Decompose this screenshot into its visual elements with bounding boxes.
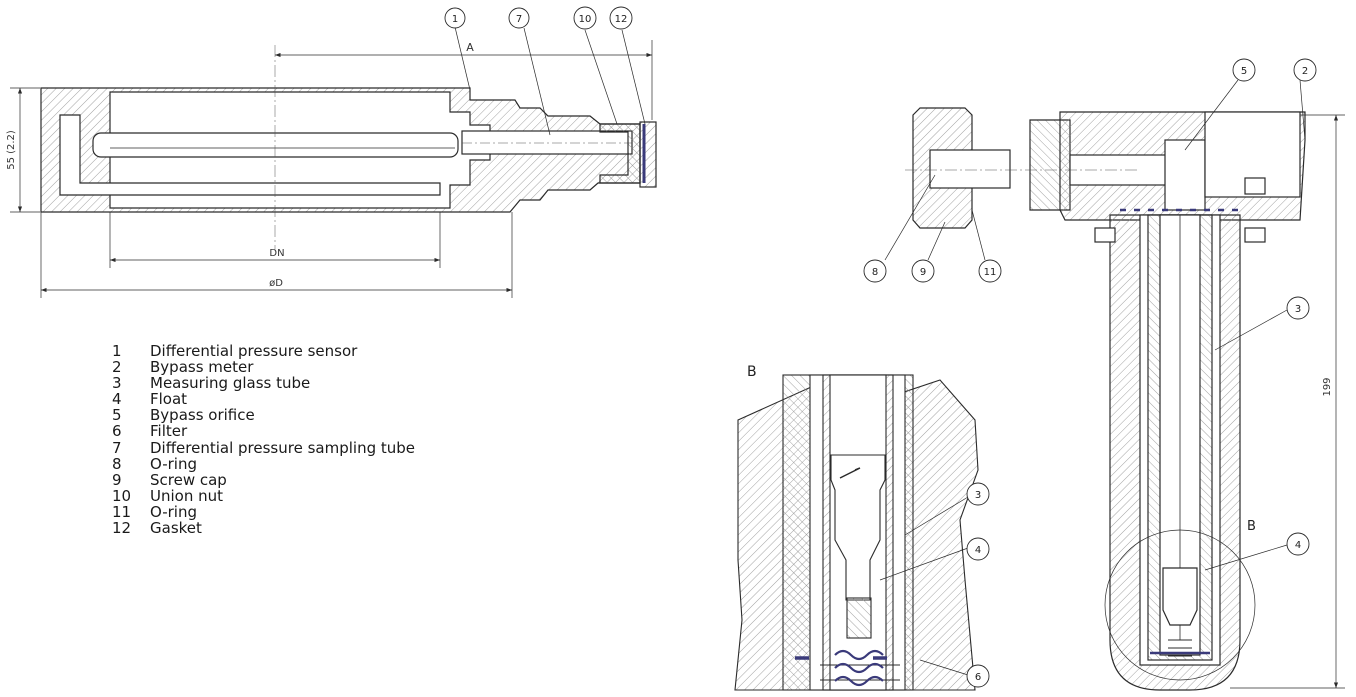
detail-label-b: B xyxy=(747,364,757,380)
svg-text:4: 4 xyxy=(1295,540,1301,551)
legend-label: Measuring glass tube xyxy=(150,374,311,393)
dim-height-label: 55 (2.2) xyxy=(6,130,17,170)
legend-number: 7 xyxy=(112,438,122,457)
legend-item: 3 Measuring glass tube xyxy=(112,375,532,391)
legend-label: Differential pressure sampling tube xyxy=(150,438,415,457)
legend-number: 5 xyxy=(112,406,122,425)
legend-item: 6 Filter xyxy=(112,423,532,439)
legend-item: 9 Screw cap xyxy=(112,472,532,488)
svg-text:2: 2 xyxy=(1302,66,1308,77)
sampling-tube xyxy=(461,130,633,155)
legend-number: 2 xyxy=(112,358,122,377)
dim-od-label: øD xyxy=(269,278,283,289)
left-dimensions xyxy=(10,40,653,298)
callout-6-detail: 6 xyxy=(966,664,990,688)
svg-text:4: 4 xyxy=(975,545,981,556)
legend-item: 7 Differential pressure sampling tube xyxy=(112,438,532,457)
legend-number: 4 xyxy=(112,390,122,409)
legend-item: 11 O-ring xyxy=(112,504,532,520)
callout-3-right: 3 xyxy=(1286,296,1310,320)
sensor-left-channel xyxy=(59,114,441,196)
detail-label-right: B xyxy=(1247,519,1256,534)
callout-5: 5 xyxy=(1232,58,1256,82)
dim-dn-label: DN xyxy=(269,248,284,259)
svg-text:10: 10 xyxy=(579,14,592,25)
legend-number: 8 xyxy=(112,454,122,473)
legend-number: 12 xyxy=(112,519,132,538)
legend-label: Bypass meter xyxy=(150,358,254,377)
legend-item: 10 Union nut xyxy=(112,488,532,504)
legend-item: 12 Gasket xyxy=(112,520,532,536)
svg-text:1: 1 xyxy=(452,14,458,25)
parts-legend: 1 Differential pressure sensor 2 Bypass me… xyxy=(112,343,532,536)
legend-number: 1 xyxy=(112,342,122,360)
callout-4-right: 4 xyxy=(1286,532,1310,556)
legend-number: 6 xyxy=(112,422,122,441)
legend-number: 11 xyxy=(112,502,132,521)
svg-text:6: 6 xyxy=(975,672,981,683)
legend-item: 5 Bypass orifice xyxy=(112,407,532,423)
svg-text:7: 7 xyxy=(516,14,522,25)
right-dimension xyxy=(1230,114,1345,689)
callout-12: 12 xyxy=(609,6,633,30)
right-callout-leaders xyxy=(884,79,1306,571)
svg-text:5: 5 xyxy=(1241,66,1247,77)
callout-4-detail: 4 xyxy=(966,537,990,561)
legend-number: 3 xyxy=(112,374,122,393)
callout-11: 11 xyxy=(978,259,1002,283)
svg-text:12: 12 xyxy=(615,14,628,25)
detail-b-view xyxy=(734,374,979,691)
sensor-section-view xyxy=(40,45,657,250)
callout-2: 2 xyxy=(1293,58,1317,82)
legend-label: Gasket xyxy=(150,519,202,538)
detail-callout-leaders xyxy=(879,496,969,676)
callout-9: 9 xyxy=(911,259,935,283)
callout-1: 1 xyxy=(444,7,466,29)
callout-10: 10 xyxy=(573,6,597,30)
callout-7: 7 xyxy=(508,7,530,29)
detail-spring xyxy=(820,664,900,681)
bypass-meter-view xyxy=(905,107,1306,691)
legend-label: Filter xyxy=(150,422,188,441)
legend-label: Bypass orifice xyxy=(150,406,255,425)
legend-item: 1 Differential pressure sensor xyxy=(112,343,532,359)
svg-text:3: 3 xyxy=(975,490,981,501)
legend-label: Float xyxy=(150,390,188,409)
left-callout-leaders xyxy=(454,26,646,136)
svg-text:9: 9 xyxy=(920,267,926,278)
sensor-inner-bar xyxy=(92,132,459,158)
legend-label: O-ring xyxy=(150,502,197,521)
dim-a-label: A xyxy=(466,41,474,54)
svg-text:8: 8 xyxy=(872,267,878,278)
legend-item: 8 O-ring xyxy=(112,456,532,472)
svg-text:3: 3 xyxy=(1295,304,1301,315)
legend-number: 10 xyxy=(112,486,132,505)
float-right xyxy=(1162,567,1198,626)
legend-item: 2 Bypass meter xyxy=(112,359,532,375)
legend-label: Differential pressure sensor xyxy=(150,342,358,360)
legend-label: O-ring xyxy=(150,454,197,473)
dim-199-label: 199 xyxy=(1322,377,1333,396)
legend-label: Screw cap xyxy=(150,470,227,489)
gasket xyxy=(639,121,657,188)
svg-text:11: 11 xyxy=(984,267,997,278)
legend-number: 9 xyxy=(112,470,122,489)
callout-8: 8 xyxy=(863,259,887,283)
legend-item: 4 Float xyxy=(112,391,532,407)
legend-label: Union nut xyxy=(150,486,224,505)
callout-3-detail: 3 xyxy=(966,482,990,506)
